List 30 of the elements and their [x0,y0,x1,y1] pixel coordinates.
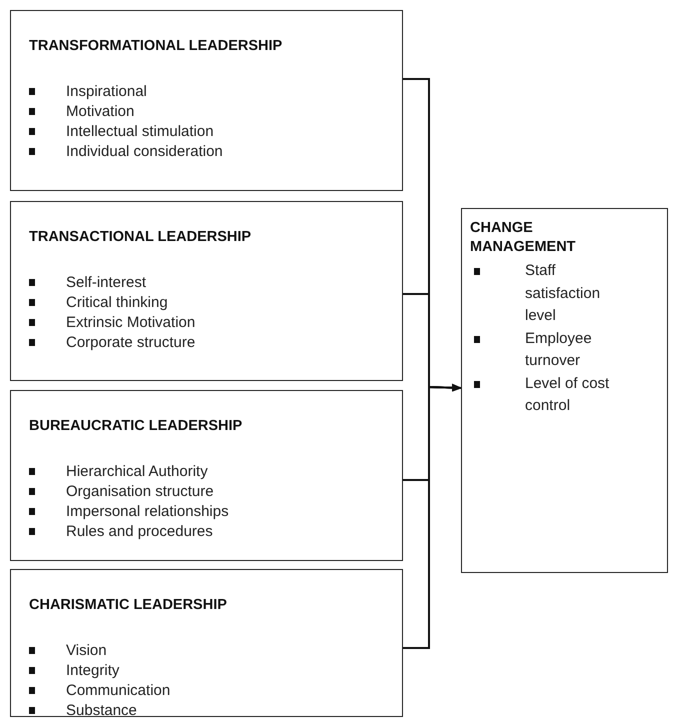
connector-arrow [403,384,462,649]
bullet-item: Employee turnover [470,328,615,372]
list-box [10,10,403,191]
bullet-item: Integrity [29,661,394,681]
box-heading: CHARISMATIC LEADERSHIP [29,596,228,615]
list-box [10,569,403,717]
bullet-item: Intellectual stimulation [29,122,394,142]
list-box [10,201,403,381]
bullet-item: Staff satisfaction level [470,260,615,328]
bullet-item: Rules and procedures [29,522,394,542]
bullet-item: Critical thinking [29,293,394,313]
bullet-item: Substance [29,701,394,721]
box-heading: CHANGE MANAGEMENT [470,219,577,257]
list-box [10,390,403,561]
bullet-item: Inspirational [29,82,394,102]
box-heading: TRANSACTIONAL LEADERSHIP [29,228,252,247]
bullet-item: Self-interest [29,273,394,293]
bullet-item: Motivation [29,102,394,122]
bullet-item: Vision [29,641,394,661]
box-heading: TRANSFORMATIONAL LEADERSHIP [29,37,284,56]
box-heading: BUREAUCRATIC LEADERSHIP [29,417,244,436]
bullet-item: Hierarchical Authority [29,462,394,482]
bullet-item: Individual consideration [29,142,394,162]
bullet-item: Impersonal relationships [29,502,394,522]
bullet-item: Communication [29,681,394,701]
bullet-item: Level of cost control [470,372,615,418]
bullet-item: Extrinsic Motivation [29,313,394,333]
list-box [461,208,668,573]
bullet-item: Organisation structure [29,482,394,502]
bullet-item: Corporate structure [29,333,394,353]
